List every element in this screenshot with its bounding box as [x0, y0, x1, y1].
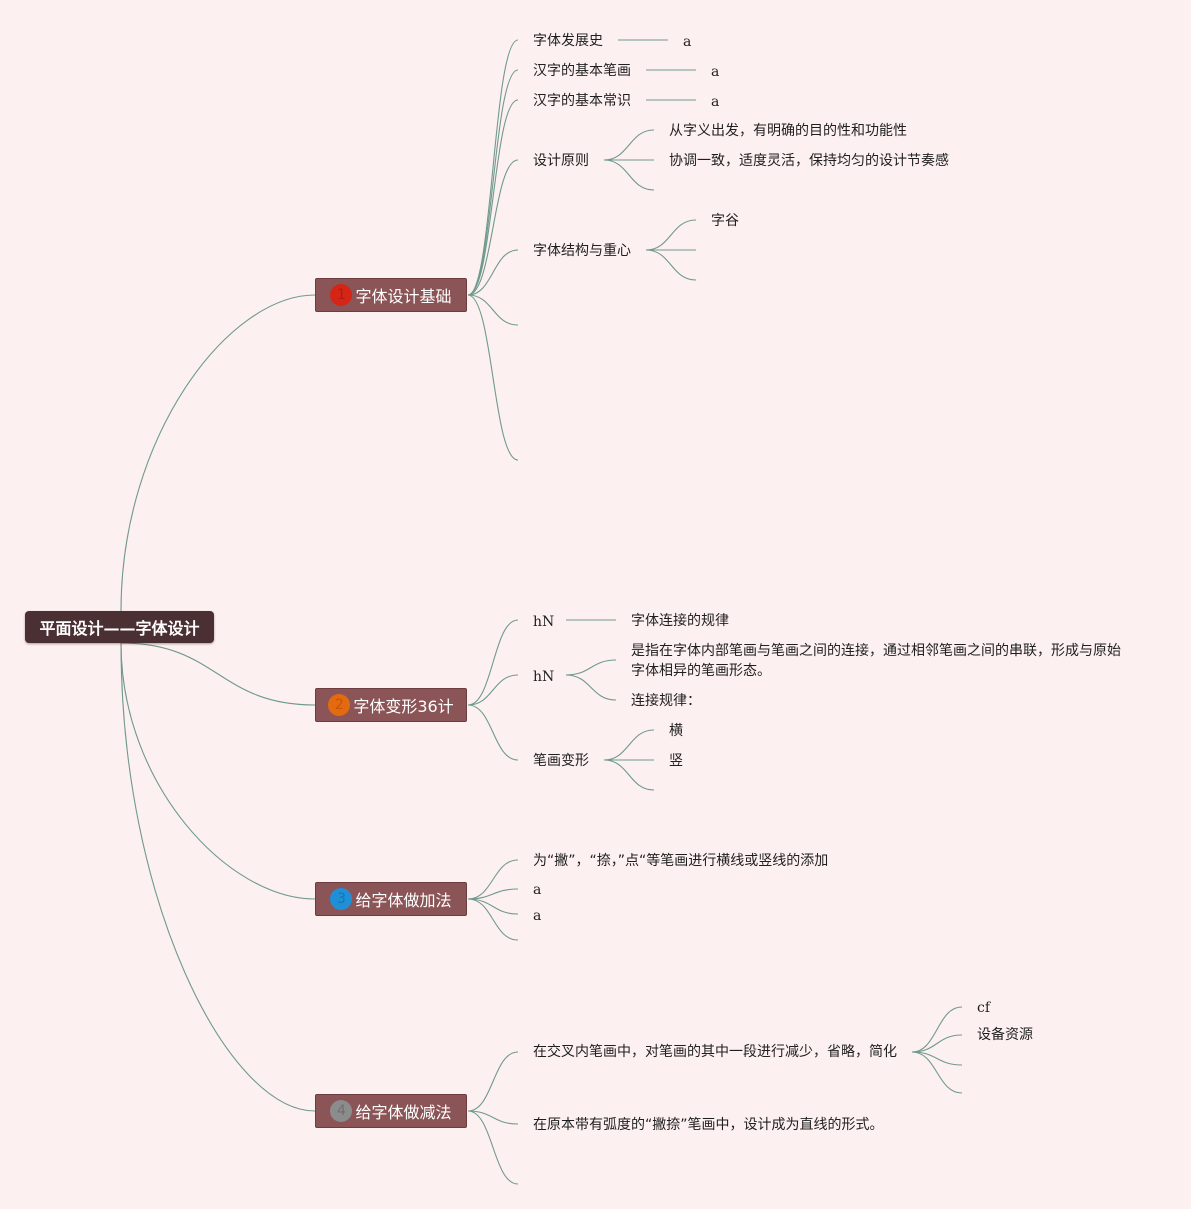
connector: [603, 759, 655, 791]
node-stroke-transform[interactable]: 笔画变形: [533, 753, 589, 769]
number-badge: 3: [330, 888, 353, 910]
connector: [467, 1110, 519, 1125]
number-badge: 2: [328, 694, 351, 716]
connector: [467, 99, 519, 296]
connector: [565, 674, 617, 701]
connector: [603, 159, 655, 191]
node-device-resources[interactable]: 设备资源: [977, 1027, 1033, 1043]
node-basic-strokes-a[interactable]: a: [711, 64, 720, 80]
connector: [467, 159, 519, 296]
node-principle-1[interactable]: 从字义出发，有明确的目的性和功能性: [669, 123, 907, 139]
connector: [467, 888, 519, 900]
connector: [467, 859, 519, 900]
node-basic-knowledge-a[interactable]: a: [711, 94, 720, 110]
node-connection-rules[interactable]: 字体连接的规律: [631, 613, 729, 629]
connector: [911, 1051, 963, 1094]
node-hn-2[interactable]: hN: [533, 669, 555, 685]
number-badge: 4: [330, 1100, 353, 1122]
connector: [467, 1051, 519, 1112]
topic-font-transform[interactable]: 2 字体变形36计: [315, 688, 467, 722]
node-design-principles[interactable]: 设计原则: [533, 153, 589, 169]
number-badge: 1: [330, 284, 353, 306]
root-label: 平面设计——字体设计: [39, 619, 200, 638]
node-cf[interactable]: cf: [977, 1000, 991, 1016]
node-font-history-a[interactable]: a: [683, 34, 692, 50]
connector: [645, 249, 697, 281]
topic-label: 给字体做加法: [355, 891, 452, 910]
connector: [467, 1110, 519, 1185]
connector: [645, 219, 697, 251]
root-node[interactable]: 平面设计——字体设计: [25, 611, 214, 643]
node-subtraction-rule-1[interactable]: 在交叉内笔画中，对笔画的其中一段进行减少，省略，简化: [533, 1044, 897, 1060]
connector: [467, 294, 519, 461]
node-addition-a2[interactable]: a: [533, 908, 542, 924]
connector: [911, 1034, 963, 1053]
connector: [467, 898, 519, 941]
node-addition-rule[interactable]: 为“撇”，“捺，”点“等笔画进行横线或竖线的添加: [533, 853, 829, 869]
topic-label: 字体变形36计: [353, 697, 454, 716]
connector: [120, 642, 316, 1112]
node-vertical[interactable]: 竖: [669, 753, 683, 769]
connector: [467, 294, 519, 326]
node-character-valley[interactable]: 字谷: [711, 213, 739, 229]
connector: [603, 729, 655, 761]
node-basic-knowledge[interactable]: 汉字的基本常识: [533, 93, 631, 109]
node-addition-a1[interactable]: a: [533, 882, 542, 898]
topic-font-design-basics[interactable]: 1 字体设计基础: [315, 278, 467, 312]
connector: [467, 619, 519, 706]
connector: [565, 659, 617, 676]
connector: [467, 39, 519, 296]
node-subtraction-rule-2[interactable]: 在原本带有弧度的“撇捺”笔画中，设计成为直线的形式。: [533, 1117, 884, 1133]
connector: [911, 1006, 963, 1053]
connector: [467, 69, 519, 296]
connector: [467, 249, 519, 296]
connector: [120, 642, 316, 900]
node-connection-law[interactable]: 连接规律：: [631, 693, 701, 709]
node-principle-2[interactable]: 协调一致，适度灵活，保持均匀的设计节奏感: [669, 153, 949, 169]
connector: [603, 129, 655, 161]
topic-font-subtraction[interactable]: 4 给字体做减法: [315, 1094, 467, 1128]
topic-font-addition[interactable]: 3 给字体做加法: [315, 882, 467, 916]
connector: [120, 294, 316, 612]
topic-label: 字体设计基础: [355, 287, 452, 306]
node-horizontal[interactable]: 横: [669, 723, 683, 739]
node-connection-definition[interactable]: 是指在字体内部笔画与笔画之间的连接，通过相邻笔画之间的串联，形成与原始字体相异的…: [631, 643, 1121, 679]
node-basic-strokes[interactable]: 汉字的基本笔画: [533, 63, 631, 79]
node-hn-1[interactable]: hN: [533, 614, 555, 630]
node-font-history[interactable]: 字体发展史: [533, 33, 603, 49]
connector: [467, 674, 519, 706]
connector: [120, 642, 316, 706]
topic-label: 给字体做减法: [355, 1103, 452, 1122]
connector: [467, 704, 519, 761]
node-structure-center[interactable]: 字体结构与重心: [533, 243, 631, 259]
connector: [467, 898, 519, 915]
